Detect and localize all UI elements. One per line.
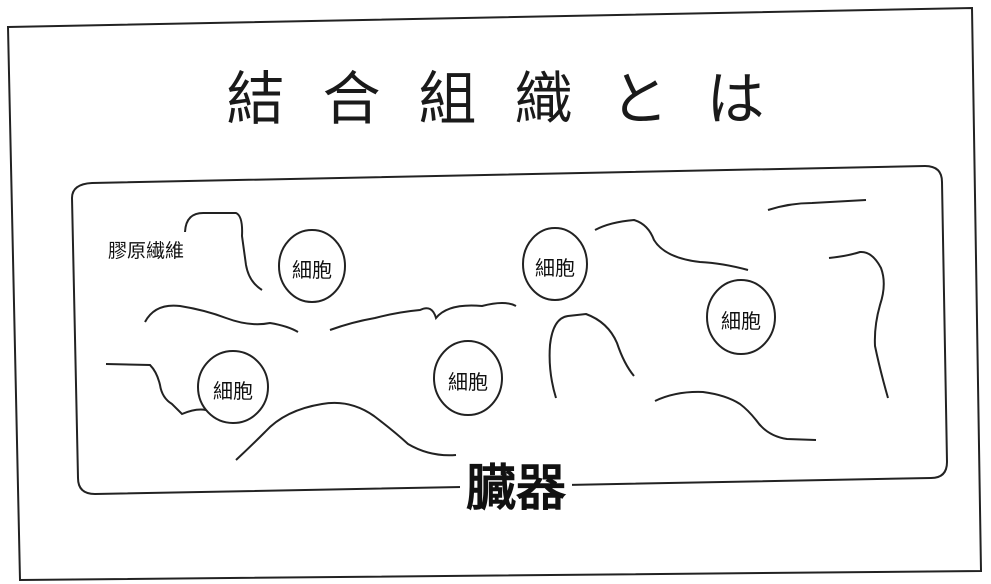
cell-label: 細胞: [448, 370, 488, 394]
organ-boundary: [70, 164, 949, 496]
cell-circle: [433, 340, 503, 416]
organ-label: 臓器: [460, 448, 572, 520]
page-frame: [6, 6, 983, 582]
cell-circle: [278, 229, 346, 303]
collagen-fiber: [594, 218, 749, 271]
collagen-fiber-label: 膠原繊維: [108, 240, 185, 262]
cell-circle: [197, 350, 269, 424]
collagen-fiber: [235, 401, 457, 461]
cell-label: 細胞: [535, 256, 575, 280]
collagen-fiber: [329, 302, 517, 331]
collagen-fiber: [144, 304, 299, 333]
cell-label: 細胞: [292, 258, 332, 282]
cell-circle: [522, 227, 588, 301]
collagen-fiber: [828, 250, 889, 399]
cell-circle: [706, 279, 776, 355]
collagen-fiber: [654, 390, 817, 441]
collagen-fiber: [105, 363, 207, 416]
collagen-fiber: [767, 199, 867, 211]
diagram-title: 結合組織とは: [226, 65, 803, 133]
collagen-fiber: [548, 312, 635, 399]
cell-label: 細胞: [721, 309, 761, 333]
cell-label: 細胞: [213, 379, 253, 403]
collagen-fiber: [184, 211, 263, 291]
